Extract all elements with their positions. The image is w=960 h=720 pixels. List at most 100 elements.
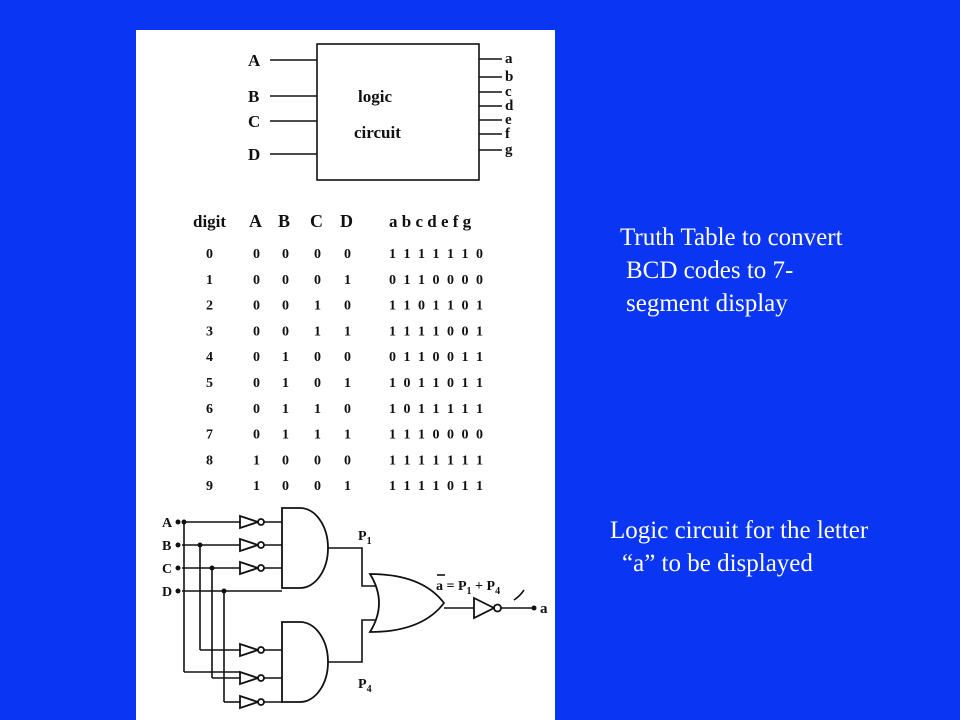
input-bit-cell: 1 [344, 479, 351, 494]
caption-line: Truth Table to convert [620, 224, 843, 251]
output-label: a [540, 601, 548, 617]
and-gate-p1 [281, 507, 329, 589]
digit-cell: 5 [206, 376, 213, 391]
output-tick [513, 589, 525, 601]
input-bit-cell: 1 [282, 350, 289, 365]
p4-label: P4 [358, 677, 372, 695]
input-bit-cell: 0 [282, 299, 289, 314]
digit-header: digit [193, 212, 226, 231]
input-bit-cell: 0 [253, 350, 260, 365]
digit-cell: 2 [206, 299, 213, 314]
or-gate [368, 573, 446, 633]
segment-bits-cell: 1 1 1 1 0 1 1 [389, 479, 485, 494]
input-bit-cell: 0 [282, 273, 289, 288]
p1-label: P1 [358, 529, 372, 547]
input-bit-cell: 0 [314, 376, 321, 391]
table-row: 0 0 0 0 0 1 1 1 1 1 1 0 [206, 247, 485, 262]
input-bit-cell: 0 [253, 376, 260, 391]
input-bit-cell: 0 [253, 247, 260, 262]
gate-input-label: B [162, 539, 171, 554]
input-bit-cell: 1 [253, 453, 260, 468]
caption-line: BCD codes to 7- [626, 257, 794, 284]
digit-cell: 3 [206, 324, 213, 339]
equation-label: a = P1 + P4 [436, 579, 500, 597]
input-header-a: A [249, 211, 262, 231]
segment-bits-cell: 0 1 1 0 0 0 0 [389, 273, 485, 288]
gate-input-dot [175, 565, 181, 571]
input-bit-cell: 0 [344, 247, 351, 262]
gate-input-dot [175, 588, 181, 594]
digit-cell: 7 [206, 428, 213, 443]
digit-cell: 1 [206, 273, 213, 288]
block-output-label: f [505, 126, 511, 142]
digit-cell: 6 [206, 402, 213, 417]
gate-input-dot [175, 542, 181, 548]
inverter [239, 670, 282, 686]
inverter [239, 537, 282, 553]
output-inverter-bubble [493, 603, 502, 613]
input-bit-cell: 1 [282, 428, 289, 443]
inverter [239, 560, 282, 576]
input-bit-cell: 0 [253, 299, 260, 314]
input-bit-cell: 1 [314, 428, 321, 443]
logic-circuit-caption: Logic circuit for the letter “a” to be d… [610, 514, 868, 580]
digit-cell: 8 [206, 453, 213, 468]
wire-p4-or [328, 619, 380, 663]
input-bit-cell: 1 [344, 376, 351, 391]
input-bit-cell: 0 [344, 350, 351, 365]
block-input-label: A [248, 51, 261, 70]
input-bit-cell: 0 [282, 453, 289, 468]
block-output-label: c [505, 84, 512, 100]
block-input-label: B [248, 87, 259, 106]
and-gate-p4 [281, 621, 329, 703]
input-bit-cell: 1 [314, 324, 321, 339]
input-bit-cell: 0 [282, 247, 289, 262]
input-bit-cell: 0 [344, 402, 351, 417]
segments-header: a b c d e f g [389, 212, 472, 231]
logic-circuit-box [316, 43, 480, 181]
block-output-label: e [505, 112, 512, 128]
digit-cell: 9 [206, 479, 213, 494]
input-bit-cell: 0 [253, 324, 260, 339]
input-bit-cell: 1 [253, 479, 260, 494]
input-bit-cell: 0 [282, 324, 289, 339]
box-label-line2: circuit [354, 123, 401, 142]
input-bit-cell: 0 [314, 247, 321, 262]
input-bit-cell: 1 [314, 402, 321, 417]
block-input-label: D [248, 145, 260, 164]
table-rows: 0 0 0 0 0 1 1 1 1 1 1 0 1 0 0 0 1 0 1 1 0 0 0 0 2 0 0 1… [206, 247, 485, 494]
block-output-label: a [505, 51, 513, 67]
input-bus-wires [181, 519, 240, 703]
segment-bits-cell: 1 1 1 1 0 0 1 [389, 324, 485, 339]
input-bit-cell: 0 [344, 299, 351, 314]
digit-cell: 4 [206, 350, 213, 365]
input-bit-cell: 0 [314, 453, 321, 468]
caption-line: segment display [626, 290, 788, 317]
truth-table-caption: Truth Table to convert BCD codes to 7- s… [620, 221, 843, 320]
wire-p1-or [328, 547, 380, 587]
input-bit-cell: 1 [344, 273, 351, 288]
box-label-line1: logic [358, 87, 392, 106]
input-bit-cell: 0 [253, 428, 260, 443]
segment-bits-cell: 1 1 0 1 1 0 1 [389, 299, 485, 314]
input-bit-cell: 1 [344, 428, 351, 443]
segment-bits-cell: 1 1 1 1 1 1 0 [389, 247, 485, 262]
gate-input-label: A [162, 516, 173, 531]
digit-cell: 0 [206, 247, 213, 262]
segment-bits-cell: 1 0 1 1 0 1 1 [389, 376, 485, 391]
input-bit-cell: 0 [253, 402, 260, 417]
gate-input-label: C [162, 562, 172, 577]
